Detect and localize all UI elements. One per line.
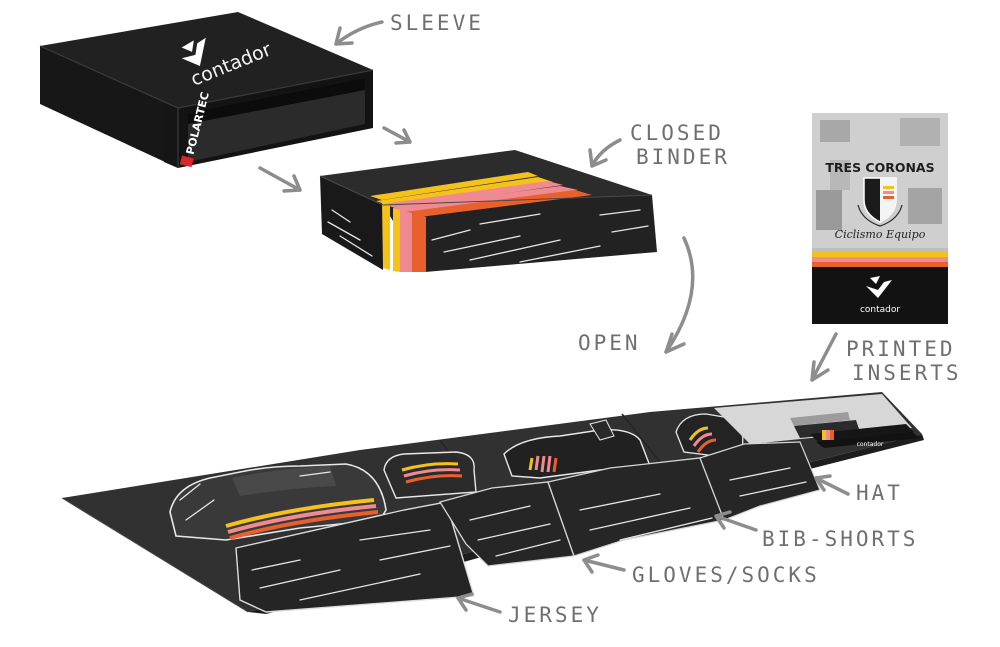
- arrow-printed-inserts: [810, 332, 838, 382]
- insert-title: TRES CORONAS: [825, 160, 934, 175]
- arrow-sleeve-to-binder-bottom: [258, 166, 302, 193]
- mini-insert-card: contador: [714, 394, 920, 448]
- labels: SLEEVE CLOSED BINDER OPEN PRINTED INSERT…: [390, 11, 962, 627]
- arrow-sleeve-to-binder-top: [382, 126, 412, 145]
- open-binder: contador: [61, 392, 924, 614]
- contador-logo-icon: [181, 37, 206, 67]
- insert-brand: contador: [860, 305, 900, 315]
- arrow-gloves-socks: [582, 553, 626, 574]
- jersey-pocket: [235, 501, 475, 613]
- shield-crest-icon: [857, 177, 903, 227]
- label-hat: HAT: [856, 481, 903, 505]
- label-bib-shorts: BIB-SHORTS: [762, 527, 918, 551]
- label-printed-inserts-1: PRINTED: [846, 337, 956, 361]
- label-open: OPEN: [578, 331, 641, 355]
- insert-contador-logo-icon: [866, 276, 892, 298]
- insert-subtitle: Ciclismo Equipo: [835, 228, 926, 241]
- mini-insert-brand: contador: [857, 441, 884, 448]
- gloves-socks-item: [383, 451, 477, 499]
- bib-shorts-item: [503, 419, 651, 479]
- label-jersey: JERSEY: [508, 603, 602, 627]
- arrow-sleeve: [334, 20, 384, 46]
- label-closed-binder-1: CLOSED: [630, 121, 724, 145]
- arrow-bib-shorts: [714, 510, 758, 532]
- arrow-open: [664, 236, 695, 354]
- label-closed-binder-2: BINDER: [636, 145, 730, 169]
- arrow-jersey: [456, 592, 502, 614]
- label-printed-inserts-2: INSERTS: [852, 361, 962, 385]
- polartec-logo-icon: [179, 155, 194, 168]
- arrow-hat: [814, 474, 850, 496]
- sleeve-box: contador POLARTEC: [39, 12, 374, 168]
- arrow-closed-binder: [588, 138, 622, 168]
- jersey-item: [169, 463, 387, 541]
- arrows: [258, 20, 850, 614]
- closed-binder: [319, 150, 657, 272]
- label-gloves-socks: GLOVES/SOCKS: [632, 563, 820, 587]
- label-sleeve: SLEEVE: [390, 11, 484, 35]
- printed-insert-card: TRES CORONAS Ciclismo Equipo contador: [812, 113, 948, 324]
